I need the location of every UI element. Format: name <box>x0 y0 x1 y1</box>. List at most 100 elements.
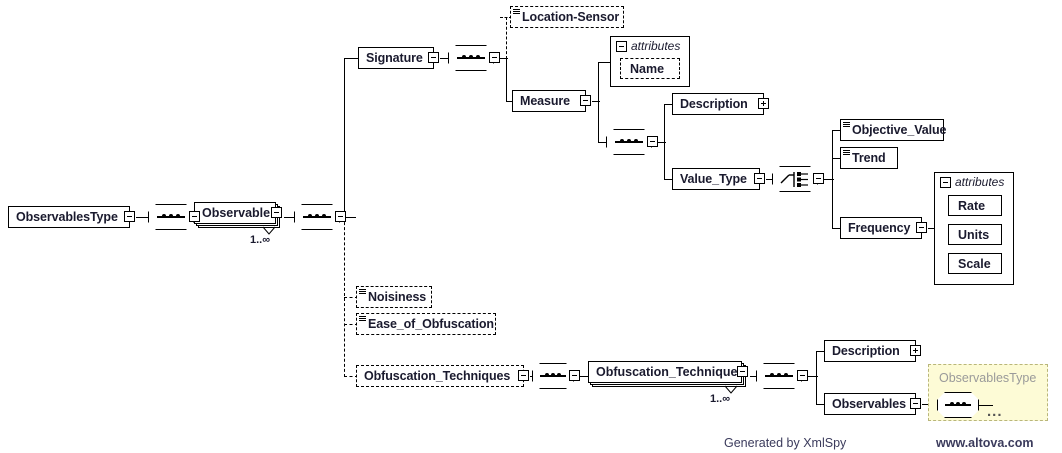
expander-minus-icon[interactable] <box>428 52 439 63</box>
sequence-dot <box>545 373 549 377</box>
node-obfuscation-technique[interactable]: Obfuscation_Technique <box>588 361 748 391</box>
node-objective-value-label: Objective_Value <box>852 123 947 137</box>
attributes-panel-title: attributes <box>955 175 1005 189</box>
node-trend[interactable]: Trend <box>840 147 900 171</box>
node-objective-value[interactable]: Objective_Value <box>840 119 947 143</box>
simple-type-lines-icon <box>359 289 366 296</box>
node-signature[interactable]: Signature <box>358 47 439 71</box>
node-location-sensor[interactable]: Location-Sensor <box>510 6 626 30</box>
connector-seq3-trunk <box>500 58 508 59</box>
branch-seq4 <box>664 104 665 179</box>
sequence-dot <box>315 214 319 218</box>
node-observable-front[interactable]: Observable <box>194 202 276 224</box>
connector-to-description-1 <box>664 104 674 105</box>
sequence-dot <box>308 214 312 218</box>
branch-trunk-upper <box>344 58 345 218</box>
node-observables-type[interactable]: ObservablesType <box>8 206 135 230</box>
sequence-dot <box>620 139 624 143</box>
recursive-type-label: ObservablesType <box>939 371 1037 385</box>
connector-trunk-to-signature <box>344 58 358 59</box>
attribute-rate[interactable]: Rate <box>948 195 1004 218</box>
branch-signature-lower <box>506 58 507 101</box>
connector-to-value-type <box>664 179 674 180</box>
expander-minus-icon[interactable] <box>569 370 580 381</box>
expander-minus-icon[interactable] <box>910 398 921 409</box>
sequence-compositor-5[interactable] <box>532 363 580 392</box>
expander-minus-icon[interactable] <box>647 136 658 147</box>
expander-plus-icon[interactable] <box>910 345 921 356</box>
expander-minus-icon[interactable] <box>616 40 627 52</box>
recursive-type-reference[interactable]: ObservablesType ... <box>928 364 1048 421</box>
sequence-dot <box>176 214 180 218</box>
sequence-compositor-1[interactable] <box>148 204 200 233</box>
node-description-2[interactable]: Description <box>824 340 921 364</box>
expander-minus-icon[interactable] <box>124 211 135 222</box>
node-ease-of-obfuscation[interactable]: Ease_of_Obfuscation <box>356 313 498 337</box>
expander-minus-icon[interactable] <box>916 222 927 233</box>
attribute-name[interactable]: Name <box>620 58 682 81</box>
sequence-dot <box>777 373 781 377</box>
branch-seq6 <box>816 351 817 405</box>
connector-value-type-to-choice <box>766 179 774 180</box>
node-measure-label: Measure <box>520 94 571 108</box>
occurrence-obfuscation-technique: 1..∞ <box>710 393 731 405</box>
expander-plus-icon[interactable] <box>758 98 769 109</box>
sequence-dot <box>784 373 788 377</box>
node-observable-label: Observable <box>202 206 271 220</box>
simple-type-lines-icon <box>843 150 850 157</box>
expander-minus-icon[interactable] <box>271 207 282 218</box>
node-measure[interactable]: Measure <box>512 90 591 114</box>
sequence-compositor-3[interactable] <box>448 45 500 74</box>
attributes-panel-measure: attributes Name <box>610 36 690 87</box>
sequence-dot <box>627 139 631 143</box>
sequence-compositor-6[interactable] <box>756 363 808 392</box>
node-observables[interactable]: Observables <box>824 393 921 417</box>
connector-measure-to-seq4 <box>598 142 608 143</box>
expander-minus-icon[interactable] <box>797 370 808 381</box>
attributes-panel-title: attributes <box>631 39 681 53</box>
node-description-1[interactable]: Description <box>672 93 769 117</box>
footer-website[interactable]: www.altova.com <box>936 436 1034 450</box>
sequence-compositor-2[interactable] <box>294 204 346 233</box>
node-observables-label: Observables <box>832 397 906 411</box>
choice-compositor[interactable] <box>772 166 824 195</box>
connector-choice-trunk <box>824 179 834 180</box>
attribute-units-label: Units <box>958 227 990 242</box>
expander-minus-icon[interactable] <box>189 211 200 222</box>
node-obfuscation-technique-label: Obfuscation_Technique <box>596 365 738 379</box>
occurrence-arrow-icon <box>724 385 738 394</box>
expander-minus-icon[interactable] <box>940 176 951 188</box>
expander-minus-icon[interactable] <box>335 211 346 222</box>
attribute-units[interactable]: Units <box>948 224 1004 247</box>
expander-minus-icon[interactable] <box>813 173 824 184</box>
sequence-compositor-recursive[interactable] <box>937 392 982 421</box>
node-obfuscation-technique-front[interactable]: Obfuscation_Technique <box>588 361 742 383</box>
node-value-type[interactable]: Value_Type <box>672 168 765 192</box>
recursive-ellipsis: ... <box>987 403 1003 420</box>
node-obfuscation-techniques[interactable]: Obfuscation_Techniques <box>356 365 529 389</box>
sequence-dot <box>557 373 561 377</box>
occurrence-arrow-icon <box>262 226 276 235</box>
expander-minus-icon[interactable] <box>580 95 591 106</box>
connector-to-trend <box>832 158 842 159</box>
choice-compositor-icon <box>780 172 808 187</box>
expander-minus-icon[interactable] <box>489 52 500 63</box>
expander-minus-icon[interactable] <box>518 370 529 381</box>
node-signature-label: Signature <box>366 51 423 65</box>
attribute-scale[interactable]: Scale <box>948 253 1004 276</box>
connector-seq6-trunk <box>808 376 818 377</box>
sequence-dot <box>956 402 960 406</box>
expander-minus-icon[interactable] <box>754 173 765 184</box>
connector-to-measure <box>506 101 514 102</box>
attribute-name-label: Name <box>630 61 665 76</box>
connector-seq4-trunk <box>658 142 666 143</box>
connector-to-observables <box>816 404 826 405</box>
sequence-dot <box>770 373 774 377</box>
sequence-compositor-4[interactable] <box>606 129 658 158</box>
simple-type-lines-icon <box>843 122 850 129</box>
node-frequency[interactable]: Frequency <box>840 217 927 241</box>
node-noisiness[interactable]: Noisiness <box>356 286 434 310</box>
sequence-dot <box>476 55 480 59</box>
expander-minus-icon[interactable] <box>737 366 748 377</box>
